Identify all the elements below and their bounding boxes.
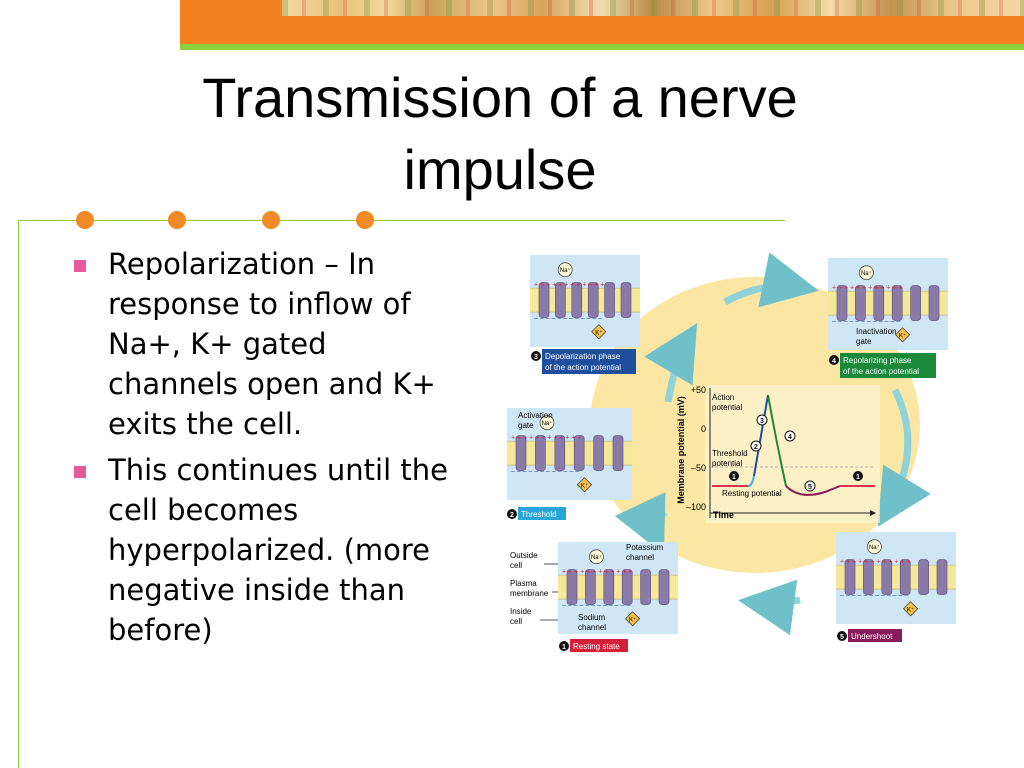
activation-gate-label: gate xyxy=(518,421,534,430)
divider-dot xyxy=(262,211,280,229)
activation-gate-label: Activation xyxy=(518,411,553,420)
action-potential-label: Action xyxy=(712,393,734,402)
inactivation-gate-label: gate xyxy=(856,337,872,346)
svg-text:– – – – – – – – – –: – – – – – – – – – – – – xyxy=(534,315,602,322)
svg-text:Na⁺: Na⁺ xyxy=(861,270,872,277)
y-tick: –50 xyxy=(691,463,706,473)
divider-dot xyxy=(76,211,94,229)
side-labels: Outside cell Plasma membrane Inside cell xyxy=(510,551,558,626)
header-photo-strip xyxy=(282,0,1024,16)
threshold-label: potential xyxy=(712,459,742,468)
step-number: 2 xyxy=(754,444,758,451)
header-green-stripe xyxy=(180,44,1024,50)
bullet-text: This continues until the cell becomes hy… xyxy=(108,453,448,647)
y-tick: –100 xyxy=(686,502,706,512)
slide-title: Transmission of a nerve impulse xyxy=(202,66,798,201)
svg-text:1: 1 xyxy=(562,644,566,651)
sodium-channel-label: Sodium xyxy=(578,613,605,622)
svg-text:K⁺: K⁺ xyxy=(907,606,914,613)
svg-text:4: 4 xyxy=(832,358,836,365)
panel-caption-threshold: 2 Threshold xyxy=(507,507,566,520)
svg-text:Repolarizing phase: Repolarizing phase xyxy=(843,356,912,365)
svg-text:cell: cell xyxy=(510,561,522,570)
panel-caption-undershoot: 5 Undershoot xyxy=(837,629,902,642)
y-tick: 0 xyxy=(701,424,706,434)
bullet-square-icon xyxy=(74,466,86,478)
svg-text:K⁺: K⁺ xyxy=(581,482,588,489)
svg-text:+ + + + + + + + + +: + + + + + + + + + + + + xyxy=(511,434,581,441)
svg-text:membrane: membrane xyxy=(510,589,549,598)
divider-line xyxy=(18,220,785,221)
threshold-label: Threshold xyxy=(712,449,748,458)
action-potential-figure: Membrane potential (mV) +50 0 –50 –100 T… xyxy=(507,252,956,652)
cycle-arrow xyxy=(723,252,819,308)
svg-text:+ + + + + + + + + +: + + + + + + + + + + + + xyxy=(840,558,910,565)
svg-text:3: 3 xyxy=(534,354,538,361)
svg-text:of the action potential: of the action potential xyxy=(843,367,919,376)
cycle-arrow xyxy=(614,492,668,555)
svg-text:Depolarization phase: Depolarization phase xyxy=(545,352,621,361)
svg-text:5: 5 xyxy=(840,634,844,641)
panel-repolarizing: + + + + + + + + + + + + – – – – – – – – –… xyxy=(828,258,948,350)
svg-text:Inside: Inside xyxy=(510,607,532,616)
cycle-arrow xyxy=(877,388,931,527)
left-margin-line xyxy=(18,220,19,768)
bullet-text: Repolarization – In response to inflow o… xyxy=(108,247,436,441)
svg-text:Na⁺: Na⁺ xyxy=(560,267,571,274)
panel-threshold: + + + + + + + + + + + + – – – – – – – – –… xyxy=(507,408,632,500)
svg-text:+ + + + + + + + + +: + + + + + + + + + + + + xyxy=(832,284,902,291)
svg-text:of the action potential: of the action potential xyxy=(545,363,621,372)
svg-text:cell: cell xyxy=(510,617,522,626)
panel-resting: + + + + + + + + + + + + – – – – – – – – –… xyxy=(558,542,678,634)
potassium-channel-label: Potassium xyxy=(626,543,664,552)
bullet-item: Repolarization – In response to inflow o… xyxy=(70,244,460,444)
sodium-channel-label: channel xyxy=(578,623,606,632)
svg-text:Threshold: Threshold xyxy=(521,510,557,519)
svg-text:Outside: Outside xyxy=(510,551,538,560)
svg-text:– – – – – – – – – –: – – – – – – – – – – – – xyxy=(511,468,579,475)
svg-text:– – – – – – – – – –: – – – – – – – – – – – – xyxy=(562,602,630,609)
y-axis-label: Membrane potential (mV) xyxy=(676,396,686,504)
panel-caption-resting: 1 Resting state xyxy=(559,639,628,652)
bullet-list: Repolarization – In response to inflow o… xyxy=(70,244,460,656)
panel-caption-repolarizing: 4 Repolarizing phase of the action poten… xyxy=(829,353,936,378)
panel-caption-depolarization: 3 Depolarization phase of the action pot… xyxy=(531,349,636,374)
resting-potential-label: Resting potential xyxy=(722,489,782,498)
potassium-channel-label: channel xyxy=(626,553,654,562)
cycle-arrow xyxy=(644,322,698,403)
panel-depolarization: + + + + + + + + + + + + – – – – – – – – –… xyxy=(530,255,640,347)
svg-text:+ + + + + + + + + +: + + + + + + + + + + + + xyxy=(534,281,604,288)
svg-text:– – – – – – – – – –: – – – – – – – – – – – – xyxy=(840,592,908,599)
svg-text:Resting state: Resting state xyxy=(573,642,620,651)
svg-text:– – – – – – – – – –: – – – – – – – – – – – – xyxy=(832,318,900,325)
step-number: 1 xyxy=(732,474,736,481)
divider-dot xyxy=(168,211,186,229)
y-tick: +50 xyxy=(691,385,706,395)
svg-text:K⁺: K⁺ xyxy=(899,332,906,339)
svg-text:Undershoot: Undershoot xyxy=(851,632,893,641)
step-number: 1 xyxy=(856,474,860,481)
membrane-potential-graph: Membrane potential (mV) +50 0 –50 –100 T… xyxy=(676,385,880,523)
bullet-square-icon xyxy=(74,260,86,272)
svg-text:Na⁺: Na⁺ xyxy=(591,554,602,561)
svg-text:Na⁺: Na⁺ xyxy=(542,420,553,427)
divider-dot xyxy=(356,211,374,229)
bullet-item: This continues until the cell becomes hy… xyxy=(70,450,460,650)
cycle-arrow xyxy=(738,579,801,636)
svg-text:+ + + + + + + + + +: + + + + + + + + + + + + xyxy=(562,568,632,575)
action-potential-label: potential xyxy=(712,403,742,412)
svg-text:K⁺: K⁺ xyxy=(595,329,602,336)
svg-text:K⁺: K⁺ xyxy=(629,616,636,623)
panel-undershoot: + + + + + + + + + + + + – – – – – – – – –… xyxy=(836,532,956,624)
inactivation-gate-label: Inactivation xyxy=(856,327,896,336)
x-axis-label: Time xyxy=(713,510,734,520)
step-number: 4 xyxy=(788,434,792,441)
svg-text:Na⁺: Na⁺ xyxy=(869,544,880,551)
step-number: 5 xyxy=(808,484,812,491)
step-number: 3 xyxy=(760,418,764,425)
svg-text:2: 2 xyxy=(510,512,514,519)
svg-text:Plasma: Plasma xyxy=(510,579,537,588)
